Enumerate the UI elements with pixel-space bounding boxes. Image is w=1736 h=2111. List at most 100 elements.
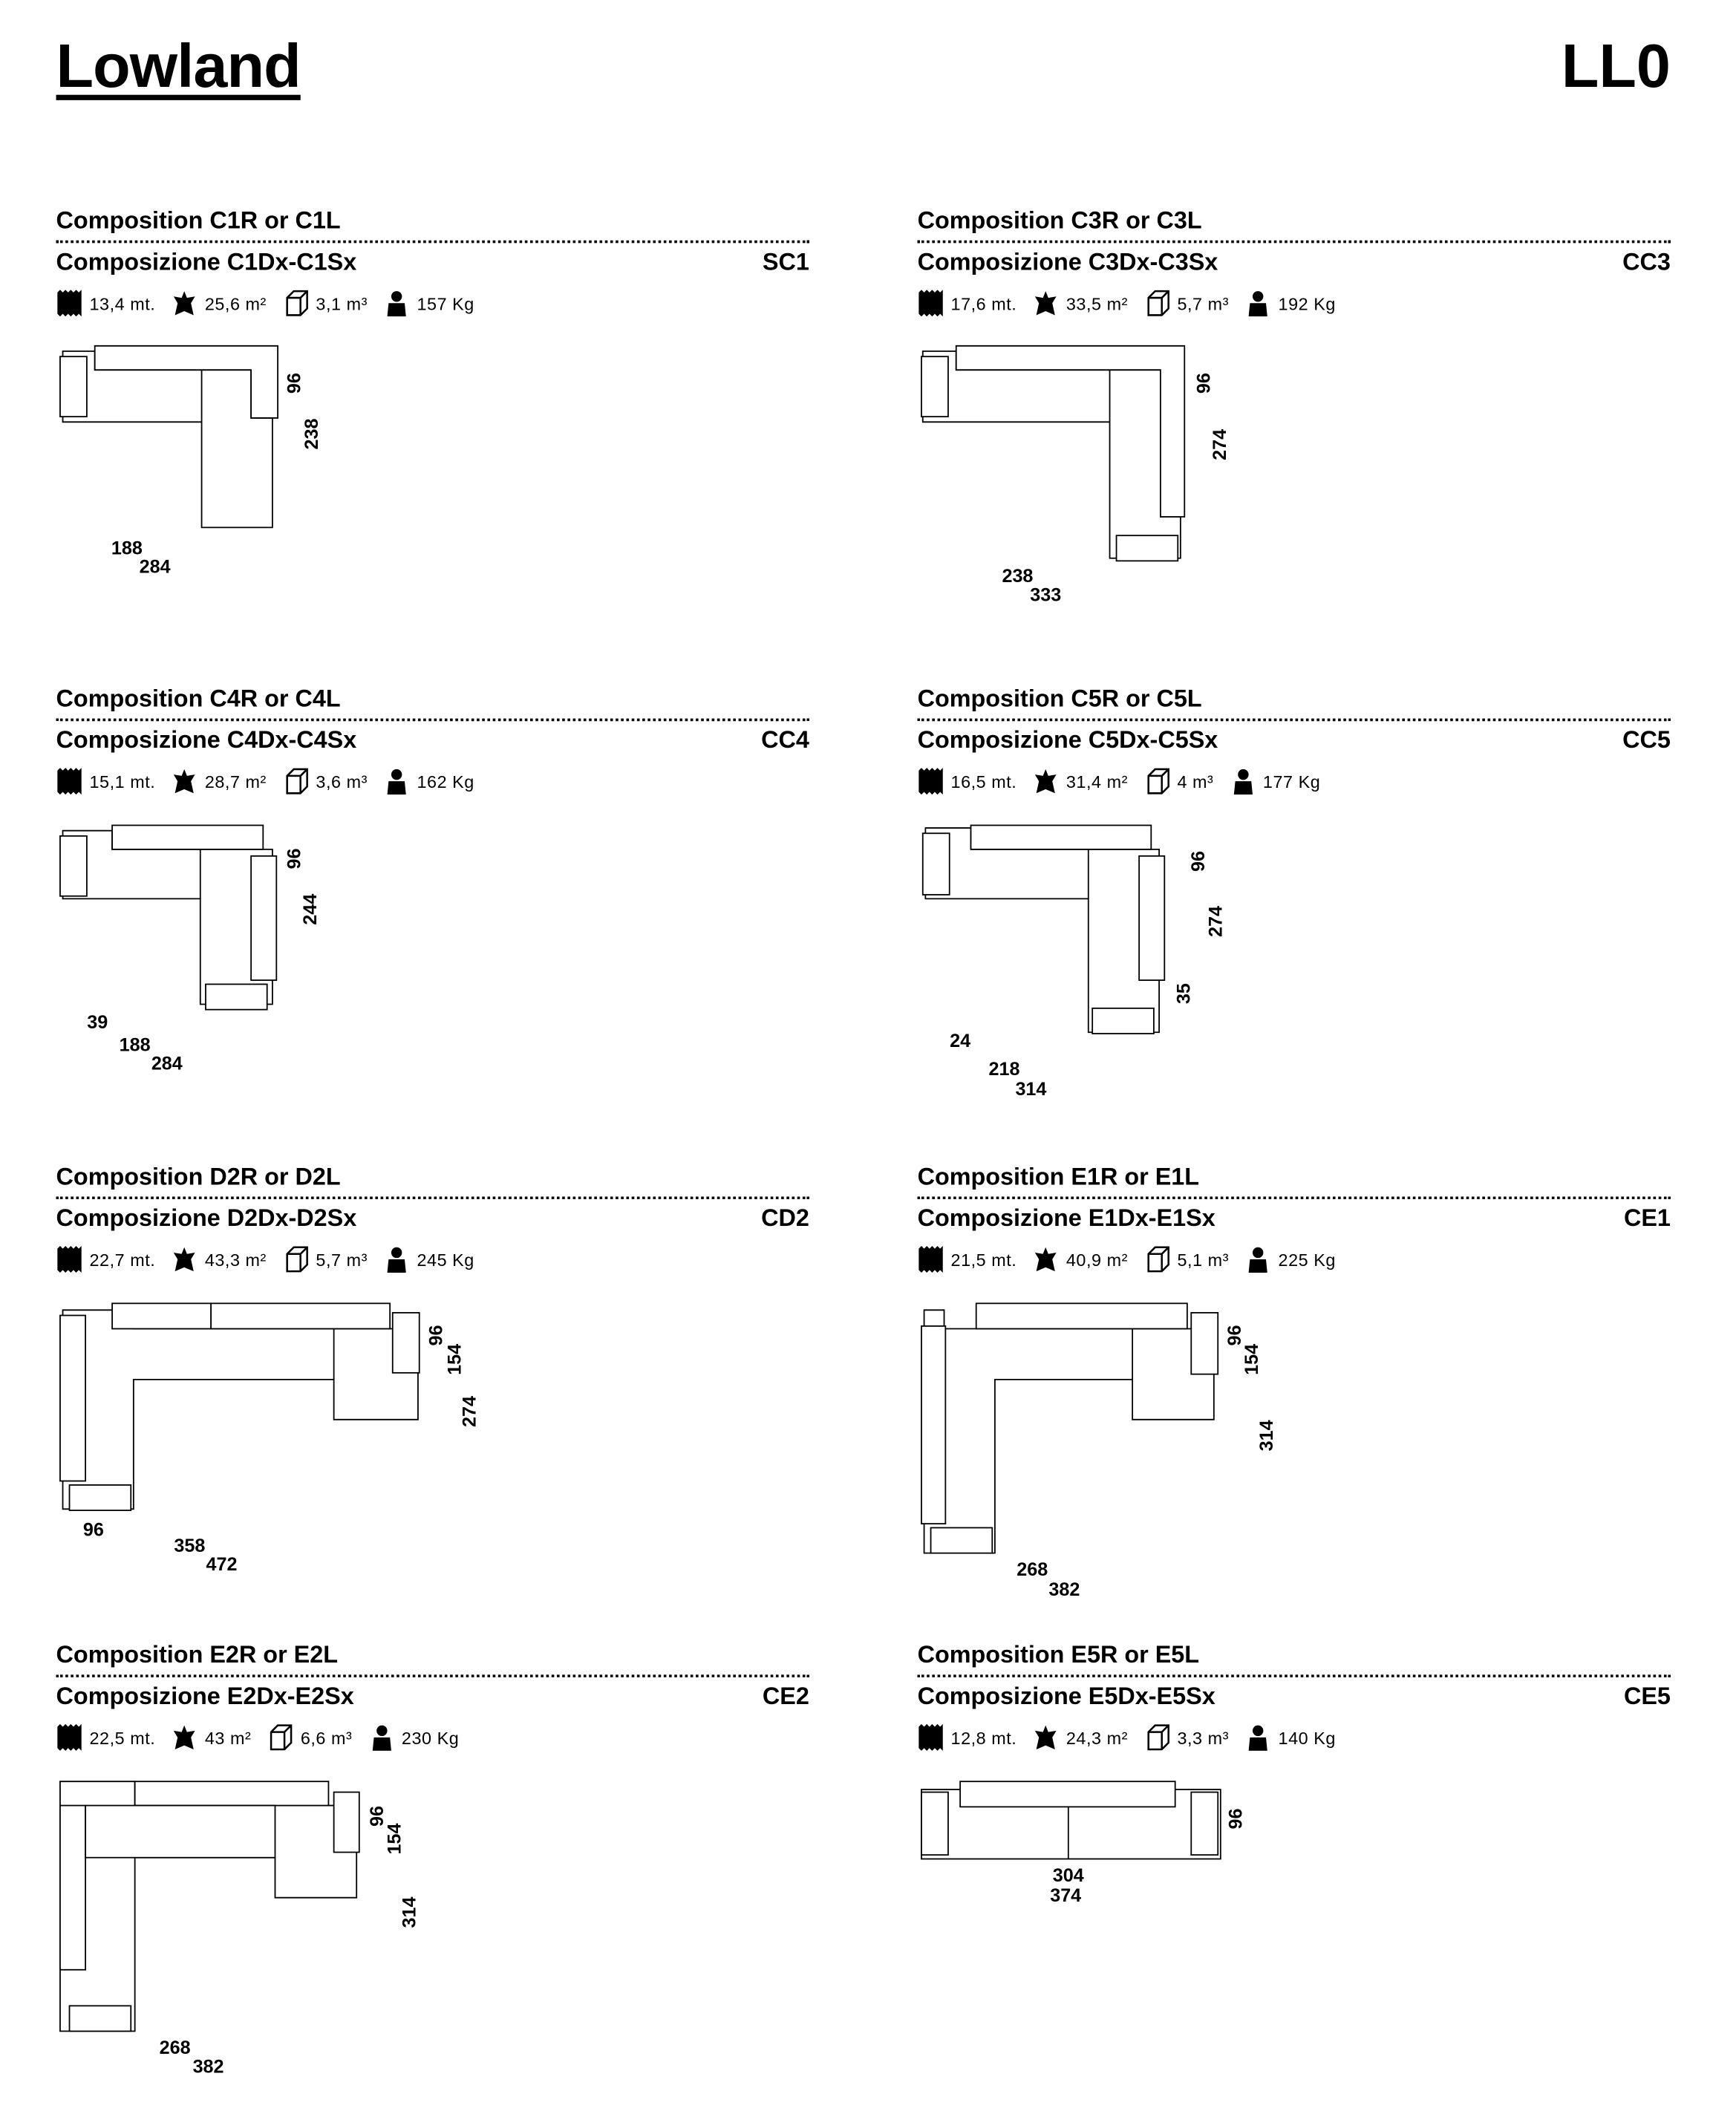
armrest xyxy=(1190,1791,1219,1856)
composition-code: CE2 xyxy=(762,1683,809,1710)
spec-weight: 245 Kg xyxy=(417,1249,474,1270)
spec-weight: 192 Kg xyxy=(1278,293,1336,313)
dimension-label: 268 xyxy=(1017,1559,1048,1580)
fabric-length-icon xyxy=(57,290,82,317)
dotted-divider xyxy=(917,1674,1671,1677)
dotted-divider xyxy=(917,1196,1671,1200)
sofa-seat xyxy=(62,350,273,529)
dimension-label: 154 xyxy=(385,1824,405,1855)
composition-code: CD2 xyxy=(761,1204,809,1232)
leather-area-icon xyxy=(174,291,196,316)
dimension-label: 472 xyxy=(206,1554,238,1575)
dimension-label: 314 xyxy=(1015,1079,1046,1100)
spec-area: 40,9 m² xyxy=(1066,1249,1128,1270)
dimension-label: 374 xyxy=(1050,1885,1081,1906)
weight-icon xyxy=(1233,769,1253,795)
dimension-label: 358 xyxy=(174,1536,205,1556)
armrest xyxy=(59,835,88,897)
dimension-label: 96 xyxy=(284,373,305,394)
sofa-seat xyxy=(85,1804,276,1859)
sofa-back xyxy=(959,1781,1176,1808)
sofa-back xyxy=(59,1314,87,1482)
fabric-length-icon xyxy=(918,1723,943,1751)
volume-box-icon xyxy=(1146,290,1169,316)
dimension-label: 154 xyxy=(444,1344,465,1375)
sofa-back xyxy=(250,855,278,981)
spec-area: 43,3 m² xyxy=(204,1249,267,1270)
spec-volume: 5,1 m³ xyxy=(1177,1249,1229,1270)
dimension-label: 96 xyxy=(83,1519,104,1540)
dotted-divider xyxy=(917,718,1671,722)
spec-volume: 3,1 m³ xyxy=(316,293,368,313)
dimension-label: 244 xyxy=(300,894,321,925)
spec-length: 13,4 mt. xyxy=(89,293,156,313)
spec-length: 15,1 mt. xyxy=(89,771,156,792)
composition-subtitle: Composizione E2Dx-E2Sx xyxy=(56,1683,354,1710)
volume-box-icon xyxy=(1146,1724,1169,1751)
dimension-label: 314 xyxy=(399,1896,420,1928)
armrest xyxy=(391,1312,420,1374)
leather-area-icon xyxy=(1035,769,1057,794)
dimension-label: 284 xyxy=(140,557,171,578)
weight-icon xyxy=(1248,1725,1268,1751)
spec-length: 22,7 mt. xyxy=(89,1249,156,1270)
product-title: Lowland xyxy=(56,30,301,100)
spec-length: 22,5 mt. xyxy=(89,1727,156,1748)
composition-subtitle: Composizione E1Dx-E1Sx xyxy=(917,1204,1215,1232)
armrest xyxy=(333,1791,360,1853)
composition-code: CC4 xyxy=(761,726,809,754)
sofa-back xyxy=(955,345,1186,518)
composition-block: Composition E1R or E1L Composizione E1Dx-… xyxy=(917,1163,1671,1616)
sofa-back xyxy=(1138,855,1166,981)
spec-weight: 162 Kg xyxy=(417,771,474,792)
dotted-divider xyxy=(56,718,809,722)
armrest xyxy=(921,356,949,418)
dimension-label: 382 xyxy=(193,2056,224,2077)
composition-title: Composition E5R or E5L xyxy=(917,1641,1200,1668)
sofa-seat xyxy=(921,350,1181,559)
sofa-seat xyxy=(62,1309,419,1510)
fabric-length-icon xyxy=(918,290,943,317)
sofa-back xyxy=(134,1781,330,1807)
dimension-label: 96 xyxy=(425,1325,446,1346)
dimension-label: 35 xyxy=(1173,983,1194,1004)
product-code: LL0 xyxy=(1561,30,1671,100)
leather-area-icon xyxy=(174,1725,196,1750)
dimension-label: 188 xyxy=(111,538,143,558)
dimension-label: 96 xyxy=(1226,1809,1247,1830)
leather-area-icon xyxy=(1035,291,1057,316)
leather-area-icon xyxy=(1035,1247,1057,1272)
weight-icon xyxy=(387,769,407,795)
dimension-label: 238 xyxy=(1002,566,1033,587)
dimension-label: 218 xyxy=(988,1059,1019,1080)
dimension-label: 304 xyxy=(1053,1865,1084,1886)
spec-volume: 3,6 m³ xyxy=(316,771,368,792)
chaise-end xyxy=(205,983,268,1011)
spec-area: 43 m² xyxy=(204,1727,252,1748)
dimension-label: 96 xyxy=(1224,1325,1245,1346)
spec-volume: 5,7 m³ xyxy=(1177,293,1229,313)
composition-subtitle: Composizione C3Dx-C3Sx xyxy=(917,248,1218,275)
spec-area: 28,7 m² xyxy=(204,771,267,792)
dimension-label: 382 xyxy=(1048,1579,1080,1600)
leather-area-icon xyxy=(174,769,196,794)
armrest xyxy=(1190,1312,1219,1375)
composition-code: SC1 xyxy=(762,248,809,275)
composition-title: Composition D2R or D2L xyxy=(56,1163,341,1190)
fabric-length-icon xyxy=(57,1246,82,1273)
dimension-label: 96 xyxy=(284,848,305,869)
composition-code: CC5 xyxy=(1622,726,1671,754)
sofa-back xyxy=(975,1302,1188,1330)
chaise-end xyxy=(68,1484,132,1512)
composition-title: Composition E1R or E1L xyxy=(917,1163,1200,1190)
dimension-label: 268 xyxy=(160,2037,191,2058)
weight-icon xyxy=(1248,291,1268,317)
